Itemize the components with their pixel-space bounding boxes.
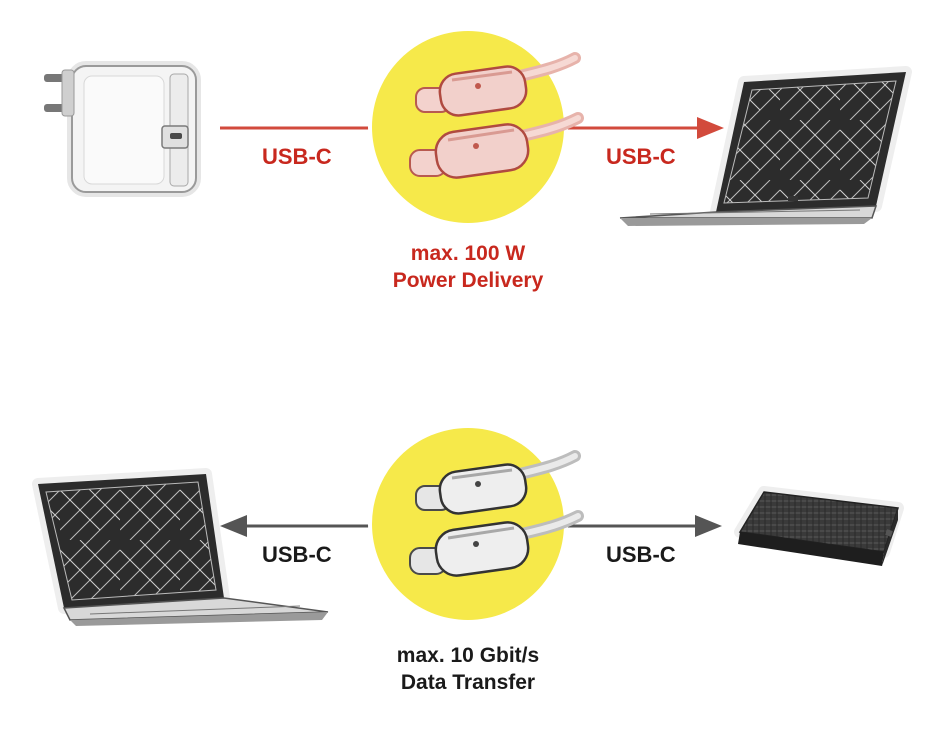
external-hard-drive-icon	[734, 486, 904, 566]
data-transfer-caption: max. 10 Gbit/s Data Transfer	[348, 642, 588, 696]
data-caption-line1: max. 10 Gbit/s	[396, 644, 540, 667]
bottom-right-connector-label: USB-C	[606, 542, 676, 567]
laptop-icon	[619, 66, 912, 226]
power-arrow-head	[697, 117, 724, 139]
usb-c-cable-icon-data	[409, 450, 584, 577]
data-arrow-left-head	[220, 515, 247, 537]
power-caption-line2: Power Delivery	[392, 269, 544, 292]
usb-c-power-adapter-icon	[44, 61, 201, 197]
laptop-icon-left	[32, 468, 329, 626]
power-delivery-caption: max. 100 W Power Delivery	[348, 240, 588, 294]
data-caption-line2: Data Transfer	[400, 671, 536, 694]
power-caption-line1: max. 100 W	[410, 242, 526, 265]
top-left-connector-label: USB-C	[262, 144, 332, 169]
data-arrow-right-head	[695, 515, 722, 537]
bottom-left-connector-label: USB-C	[262, 542, 332, 567]
top-right-connector-label: USB-C	[606, 144, 676, 169]
usb-c-cable-icon	[409, 52, 584, 179]
